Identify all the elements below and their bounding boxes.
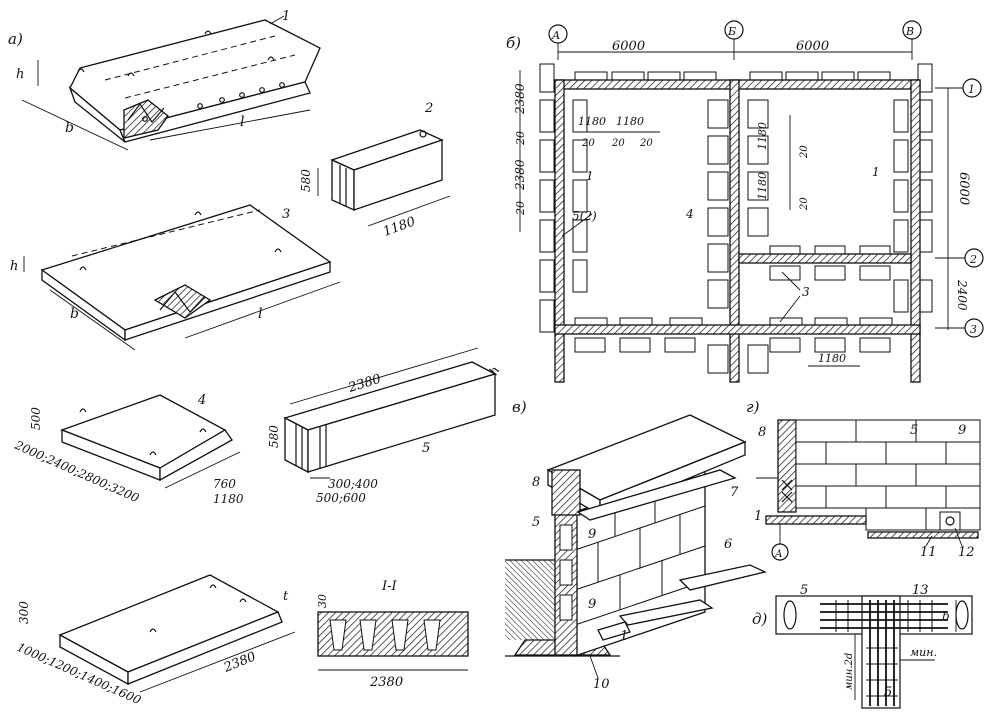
- plan-1180-a: 1180: [578, 115, 606, 128]
- d-min: мин.: [910, 646, 937, 659]
- slab1-l: l: [240, 114, 244, 130]
- panel-label-b: б): [506, 34, 521, 52]
- axis-v: В: [905, 25, 914, 38]
- plan-20-1: 20: [514, 131, 527, 146]
- panel-label-d: д): [752, 610, 768, 628]
- v-9b: 9: [588, 597, 596, 612]
- plan-20-a: 20: [581, 138, 595, 149]
- plan-1180-v1: 1180: [756, 122, 769, 150]
- part-b-plan: б) А Б В 1 2 3 6000 6000 2380 20 2380 20…: [506, 20, 984, 383]
- plan-20-c: 20: [639, 138, 653, 149]
- axis-a: А: [551, 29, 560, 42]
- axis-2: 2: [969, 253, 977, 266]
- v-7: 7: [730, 485, 739, 500]
- d-b: b: [942, 609, 950, 623]
- slab3-b: b: [70, 306, 79, 322]
- plan-20-2: 20: [514, 201, 527, 216]
- axis-1: 1: [968, 83, 975, 96]
- slab-3: 3 h b l: [10, 204, 341, 351]
- block5-widths1: 300;400: [328, 477, 378, 491]
- plan-6000-1: 6000: [612, 39, 645, 54]
- plan-1180-b: 1180: [616, 115, 644, 128]
- section-i-i: I-I 30 2380: [316, 579, 469, 690]
- part-d-detail: д) 5 13 b мин. мин.2d: [752, 583, 973, 709]
- section-title: I-I: [381, 579, 398, 594]
- d-5b: 5: [884, 685, 892, 700]
- slab1-num: 1: [282, 9, 290, 24]
- plan-6000-v: 6000: [956, 172, 971, 205]
- block2-num: 2: [424, 101, 433, 116]
- plan-2380-1: 2380: [513, 83, 527, 115]
- block-2: 2 580 1180: [299, 101, 451, 240]
- v-8: 8: [532, 475, 540, 490]
- d-5a: 5: [800, 583, 808, 598]
- slab-t: t 300 1000;1200;1400;1600 2380: [15, 574, 296, 708]
- d-13: 13: [912, 583, 929, 598]
- block5-num: 5: [422, 441, 430, 456]
- slab3-l: l: [258, 306, 262, 322]
- plan-20-v1: 20: [799, 145, 810, 159]
- block4-num: 4: [197, 393, 206, 408]
- section-2380: 2380: [369, 675, 403, 690]
- v-10: 10: [593, 677, 610, 692]
- block4-760: 760: [213, 477, 236, 491]
- g-12: 12: [958, 545, 975, 560]
- plan-label-3: 3: [802, 285, 810, 299]
- slab3-num: 3: [282, 207, 290, 222]
- plan-label-4: 4: [685, 207, 694, 221]
- plan-2400: 2400: [955, 279, 969, 311]
- panel-label-a: а): [8, 30, 23, 48]
- g-8: 8: [758, 425, 766, 440]
- v-6: 6: [724, 537, 732, 552]
- g-axis: А: [774, 549, 783, 560]
- plan-label-1-left: 1: [586, 169, 594, 183]
- block4-500: 500: [29, 407, 43, 430]
- g-5: 5: [910, 423, 918, 438]
- part-g-detail: г) А 8 5 9 1 11 12: [746, 398, 981, 561]
- block-5: 2380 580 5 300;400 500;600 h: [267, 347, 502, 505]
- g-11: 11: [920, 545, 937, 560]
- block2-1180: 1180: [381, 214, 417, 239]
- plan-label-52: 5(2): [572, 209, 597, 223]
- axis-b: Б: [727, 25, 736, 38]
- v-1: 1: [620, 629, 628, 644]
- panel-label-v: в): [512, 398, 527, 416]
- part-v-section: в): [505, 398, 767, 692]
- plan-1180-bottom: 1180: [818, 352, 846, 365]
- block-4: 4 500 2000;2400;2800;3200 760 1180: [12, 393, 244, 506]
- slab1-b: b: [65, 120, 74, 136]
- slab1-h: h: [16, 67, 24, 82]
- block2-580: 580: [299, 169, 313, 192]
- slab-1: h b l 1: [16, 9, 321, 151]
- section-30: 30: [316, 594, 329, 608]
- block5-widths2: 500;600: [316, 491, 366, 505]
- slabt-300: 300: [17, 601, 31, 624]
- d-min2d: мин.2d: [844, 653, 855, 690]
- plan-2380-2: 2380: [513, 159, 527, 191]
- g-1: 1: [754, 509, 762, 524]
- plan-20-b: 20: [611, 138, 625, 149]
- v-9a: 9: [588, 527, 596, 542]
- plan-20-v2: 20: [799, 197, 810, 211]
- block5-580: 580: [267, 425, 281, 448]
- slabt-num: t: [283, 589, 289, 604]
- v-5: 5: [532, 515, 540, 530]
- axis-3: 3: [970, 323, 977, 336]
- plan-label-1-right: 1: [872, 165, 880, 179]
- plan-1180-v2: 1180: [756, 172, 769, 200]
- block4-1180: 1180: [213, 492, 244, 506]
- g-9: 9: [958, 423, 966, 438]
- panel-label-g: г): [746, 398, 760, 416]
- part-a: а) h b l 1: [8, 9, 502, 708]
- slab3-h: h: [10, 259, 18, 274]
- plan-6000-2: 6000: [796, 39, 829, 54]
- plan-ring-beams: [554, 79, 921, 383]
